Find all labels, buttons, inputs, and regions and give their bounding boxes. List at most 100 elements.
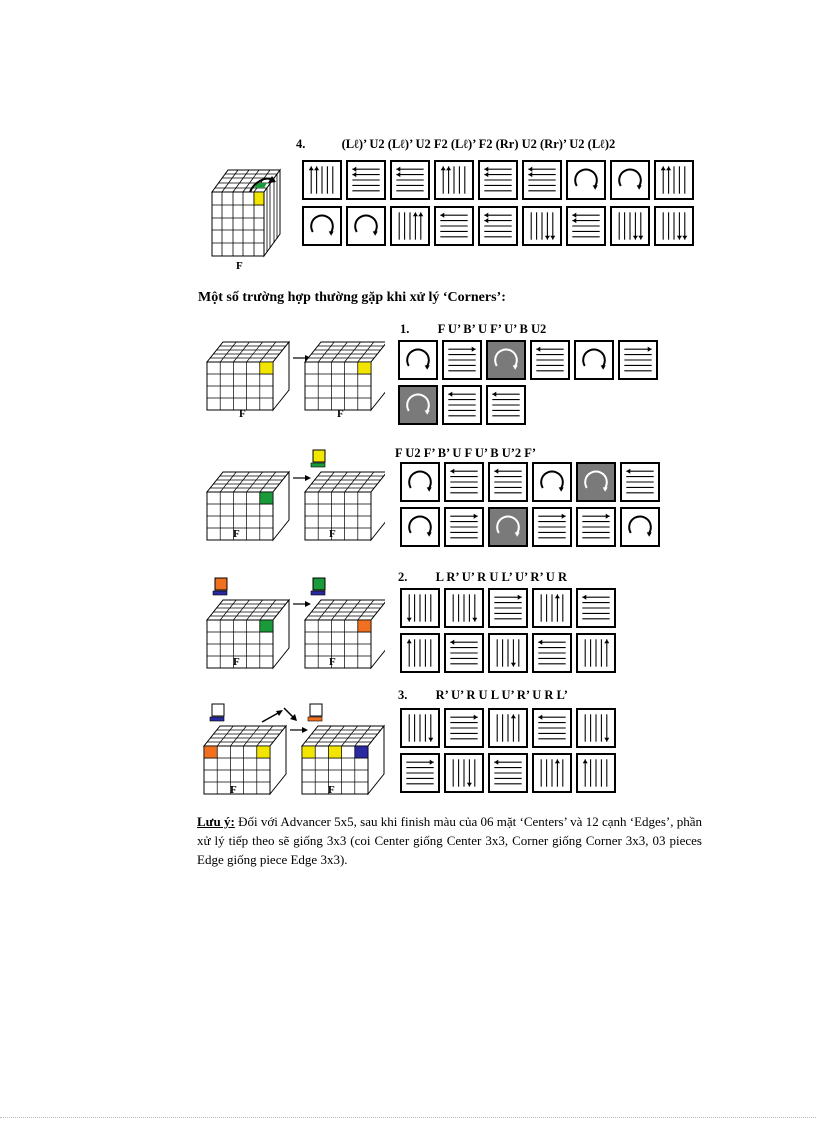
face-label-before: F [233, 656, 240, 668]
note-text: Đối với Advancer 5x5, sau khi finish màu… [197, 814, 702, 867]
move-tile-left [530, 340, 570, 380]
move-row-2 [302, 206, 694, 246]
move-row-1 [400, 462, 660, 502]
move-diagram-case-1 [398, 340, 658, 425]
move-tile-right [400, 753, 440, 793]
move-tile-down5 [444, 588, 484, 628]
move-tile-ccw [346, 206, 386, 246]
move-tile-ccw [398, 385, 438, 425]
move-tile-up4 [488, 708, 528, 748]
move-formula: L R’ U’ R U L’ U’ R’ U R [435, 570, 567, 584]
move-row-2 [400, 633, 616, 673]
move-row-1 [400, 708, 616, 748]
move-tile-h3 [390, 160, 430, 200]
page-footer-rule [0, 1117, 816, 1118]
corners-heading: Một số trường hợp thường gặp khi xử lý ‘… [198, 290, 506, 305]
move-tile-ccw [576, 462, 616, 502]
move-tile-left [442, 385, 482, 425]
move-tile-left [488, 462, 528, 502]
move-tile-right [532, 507, 572, 547]
move-tile-left [532, 633, 572, 673]
move-tile-up4 [532, 753, 572, 793]
move-tile-h3 [522, 160, 562, 200]
note-label: Lưu ý: [197, 814, 235, 829]
move-tile-up4 [532, 588, 572, 628]
case-1-cubes: F F [205, 340, 385, 420]
case-number: 4. [296, 137, 306, 151]
move-row-2 [400, 507, 660, 547]
case-2-cubes: F F [205, 448, 385, 548]
face-label-after: F [329, 528, 336, 540]
move-tile-h3 [566, 206, 606, 246]
move-formula: (Lℓ)’ U2 (Lℓ)’ U2 F2 (Lℓ)’ F2 (Rr) U2 (R… [341, 137, 616, 151]
case-3-formula-line: 2. L R’ U’ R U L’ U’ R’ U R [398, 570, 567, 585]
face-label-before: F [239, 408, 246, 420]
move-tile-down1 [400, 588, 440, 628]
move-tile-up2 [434, 160, 474, 200]
move-tile-ccw [486, 340, 526, 380]
move-row-2 [400, 753, 616, 793]
move-tile-ccw [574, 340, 614, 380]
note-paragraph: Lưu ý: Đối với Advancer 5x5, sau khi fin… [197, 812, 702, 869]
move-tile-right [444, 708, 484, 748]
case-4-cubes: F F [200, 700, 385, 800]
move-tile-left [434, 206, 474, 246]
move-tile-ccw [566, 160, 606, 200]
move-tile-up2r [390, 206, 430, 246]
case-number: 2. [398, 570, 408, 584]
move-tile-left [620, 462, 660, 502]
move-tile-down2 [522, 206, 562, 246]
move-tile-ccw [400, 507, 440, 547]
case-3-cubes: F F [205, 574, 385, 674]
face-label-after: F [328, 784, 335, 796]
move-tile-left [488, 753, 528, 793]
move-tile-down4 [488, 633, 528, 673]
move-tile-h3 [478, 160, 518, 200]
move-tile-up1 [576, 753, 616, 793]
face-label-before: F [233, 528, 240, 540]
move-diagram-case-2 [400, 462, 660, 547]
move-tile-left [532, 708, 572, 748]
move-tile-ccw [302, 206, 342, 246]
move-row-1 [400, 588, 616, 628]
move-row-1 [302, 160, 694, 200]
move-row-2 [398, 385, 658, 425]
move-tile-down4 [444, 753, 484, 793]
move-formula: F U’ B’ U F’ U’ B U2 [437, 322, 547, 336]
case-4-formula-line: 3. R’ U’ R U L U’ R’ U R L’ [398, 688, 568, 703]
move-tile-right [618, 340, 658, 380]
face-label-after: F [337, 408, 344, 420]
move-tile-ccw [610, 160, 650, 200]
move-diagram-case-3 [400, 588, 616, 673]
move-tile-up5 [576, 633, 616, 673]
case-number: 1. [400, 322, 410, 336]
move-tile-down2 [610, 206, 650, 246]
cube-diagram-section4: F [206, 162, 286, 274]
face-label-before: F [230, 784, 237, 796]
move-tile-ccw [398, 340, 438, 380]
move-tile-right [488, 588, 528, 628]
move-tile-left [576, 588, 616, 628]
move-tile-up1 [400, 633, 440, 673]
move-tile-right [576, 507, 616, 547]
move-tile-ccw [400, 462, 440, 502]
move-tile-left [444, 633, 484, 673]
case-number: 3. [398, 688, 408, 702]
move-tile-h2 [478, 206, 518, 246]
move-tile-up2 [302, 160, 342, 200]
move-tile-down5 [400, 708, 440, 748]
case-1-formula-line: 1. F U’ B’ U F’ U’ B U2 [400, 322, 546, 337]
move-row-1 [398, 340, 658, 380]
move-tile-right [442, 340, 482, 380]
move-diagram-section4 [302, 160, 694, 246]
move-tile-up2 [654, 160, 694, 200]
face-label-after: F [329, 656, 336, 668]
move-diagram-case-4 [400, 708, 616, 793]
case-2-formula: F U2 F’ B’ U F U’ B U’2 F’ [395, 446, 537, 460]
face-label: F [236, 260, 243, 272]
move-tile-left [444, 462, 484, 502]
move-tile-ccw [488, 507, 528, 547]
move-tile-down2 [654, 206, 694, 246]
move-tile-h3 [346, 160, 386, 200]
case-4-formula-line: 4. (Lℓ)’ U2 (Lℓ)’ U2 F2 (Lℓ)’ F2 (Rr) U2… [296, 137, 615, 152]
